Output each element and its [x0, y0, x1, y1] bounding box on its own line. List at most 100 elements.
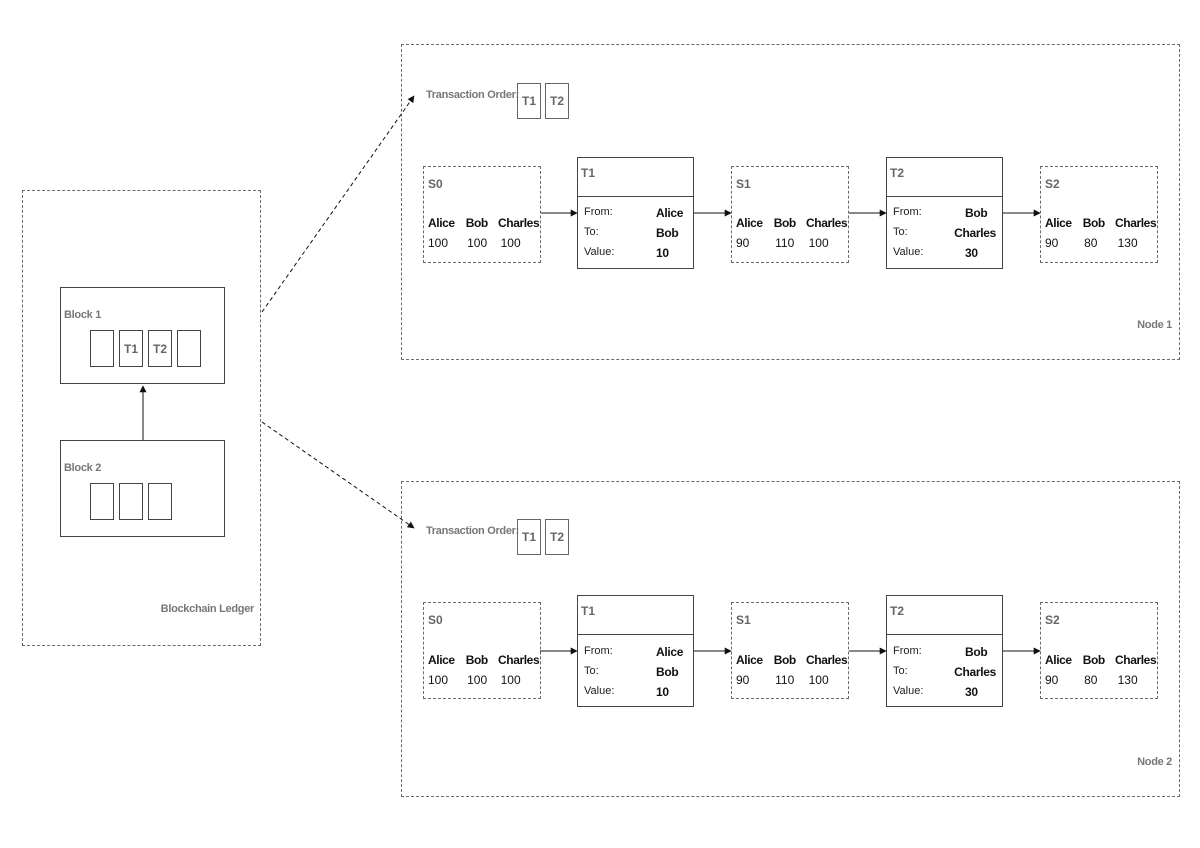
to-label: To:: [584, 226, 599, 238]
ledger-to-node2-arrow: [261, 421, 415, 529]
value-label: Value:: [893, 246, 924, 258]
state-value: 100: [428, 236, 449, 250]
node-1-state-s2: S2 Alice Bob Charles 90 80 130: [1040, 166, 1158, 263]
state-value: 100: [808, 236, 829, 250]
from-label: From:: [893, 206, 922, 218]
node-1-order-t2: T2: [545, 83, 569, 119]
state-title: S1: [736, 177, 751, 191]
from-value: Bob: [965, 645, 988, 659]
state-value: 80: [1084, 673, 1098, 687]
state-title: S0: [428, 177, 443, 191]
state-name: Alice: [1045, 216, 1072, 230]
value-label: Value:: [893, 685, 924, 697]
node-1-order-t1: T1: [517, 83, 541, 119]
state-value: 80: [1084, 236, 1098, 250]
from-label: From:: [893, 645, 922, 657]
node-2-state-s0: S0 Alice Bob Charles 100 100 100: [423, 602, 541, 699]
state-name: Charles: [498, 653, 540, 667]
block-2-title: Block 2: [64, 462, 102, 474]
node-1-state-s0: S0 Alice Bob Charles 100 100 100: [423, 166, 541, 263]
state-value: 90: [1045, 236, 1059, 250]
value-value: 30: [965, 246, 978, 260]
state-name: Charles: [1115, 216, 1157, 230]
to-value: Bob: [656, 665, 679, 679]
transaction-title: T1: [581, 604, 596, 618]
state-value: 100: [808, 673, 829, 687]
node-2-order-t1: T1: [517, 519, 541, 555]
block-1: Block 1 T1 T2: [60, 287, 225, 384]
from-value: Alice: [656, 645, 684, 659]
node-2-transaction-t2: T2 From: Bob To: Charles Value: 30: [886, 595, 1003, 707]
node-1-transaction-t1: T1 From:Alice To:Bob Value:10: [577, 157, 694, 269]
state-name: Bob: [773, 653, 797, 667]
state-value: 100: [500, 673, 521, 687]
to-value: Bob: [656, 226, 679, 240]
state-value: 100: [500, 236, 521, 250]
node-2-state-s1: S1 Alice Bob Charles 90 110 100: [731, 602, 849, 699]
to-label: To:: [893, 665, 908, 677]
from-label: From:: [584, 645, 613, 657]
value-value: 10: [656, 685, 669, 699]
to-label: To:: [584, 665, 599, 677]
state-title: S0: [428, 613, 443, 627]
blockchain-ledger: Blockchain Ledger: [22, 190, 261, 646]
state-name: Charles: [806, 216, 848, 230]
node-1-order-label: Transaction Order:: [426, 89, 520, 101]
value-value: 10: [656, 246, 669, 260]
state-name: Bob: [465, 653, 489, 667]
from-label: From:: [584, 206, 613, 218]
state-name: Alice: [428, 653, 455, 667]
state-value: 90: [1045, 673, 1059, 687]
node-2-order-t2: T2: [545, 519, 569, 555]
state-value: 90: [736, 236, 750, 250]
node-1-label: Node 1: [1137, 319, 1172, 331]
ledger-label: Blockchain Ledger: [160, 603, 255, 615]
block-1-title: Block 1: [64, 309, 102, 321]
node-1-state-s1: S1 Alice Bob Charles 90 110 100: [731, 166, 849, 263]
state-value: 100: [428, 673, 449, 687]
state-value: 110: [775, 673, 795, 687]
block-2: Block 2: [60, 440, 225, 537]
block-1-slot-t1: T1: [119, 330, 143, 367]
state-value: 100: [467, 236, 488, 250]
state-value: 100: [467, 673, 488, 687]
block-1-slot: [90, 330, 114, 367]
ledger-to-node1-arrow: [261, 95, 415, 313]
state-value: 110: [775, 236, 795, 250]
state-value: 90: [736, 673, 750, 687]
from-value: Bob: [965, 206, 988, 220]
state-name: Alice: [428, 216, 455, 230]
state-value: 130: [1117, 673, 1138, 687]
node-2: Node 2: [401, 481, 1180, 797]
state-value: 130: [1117, 236, 1138, 250]
state-title: S2: [1045, 177, 1060, 191]
state-name: Alice: [736, 216, 763, 230]
to-label: To:: [893, 226, 908, 238]
state-title: S2: [1045, 613, 1060, 627]
node-1-transaction-t2: T2 From:Bob To:Charles Value:30: [886, 157, 1003, 269]
transaction-title: T2: [890, 604, 905, 618]
state-name: Charles: [498, 216, 540, 230]
state-name: Bob: [1082, 653, 1106, 667]
state-name: Alice: [736, 653, 763, 667]
node-1: Node 1: [401, 44, 1180, 360]
state-name: Bob: [1082, 216, 1106, 230]
state-name: Bob: [465, 216, 489, 230]
value-label: Value:: [584, 246, 615, 258]
node-2-transaction-t1: T1 From:Alice To:Bob Value:10: [577, 595, 694, 707]
block-2-slot: [119, 483, 143, 520]
state-name: Charles: [1115, 653, 1157, 667]
to-value: Charles: [954, 665, 996, 679]
block-1-slot-t2: T2: [148, 330, 172, 367]
from-value: Alice: [656, 206, 684, 220]
node-2-label: Node 2: [1137, 756, 1172, 768]
block-1-slot: [177, 330, 201, 367]
state-name: Bob: [773, 216, 797, 230]
block-2-slot: [148, 483, 172, 520]
state-title: S1: [736, 613, 751, 627]
value-value: 30: [965, 685, 978, 699]
state-name: Alice: [1045, 653, 1072, 667]
state-name: Charles: [806, 653, 848, 667]
transaction-title: T2: [890, 166, 905, 180]
